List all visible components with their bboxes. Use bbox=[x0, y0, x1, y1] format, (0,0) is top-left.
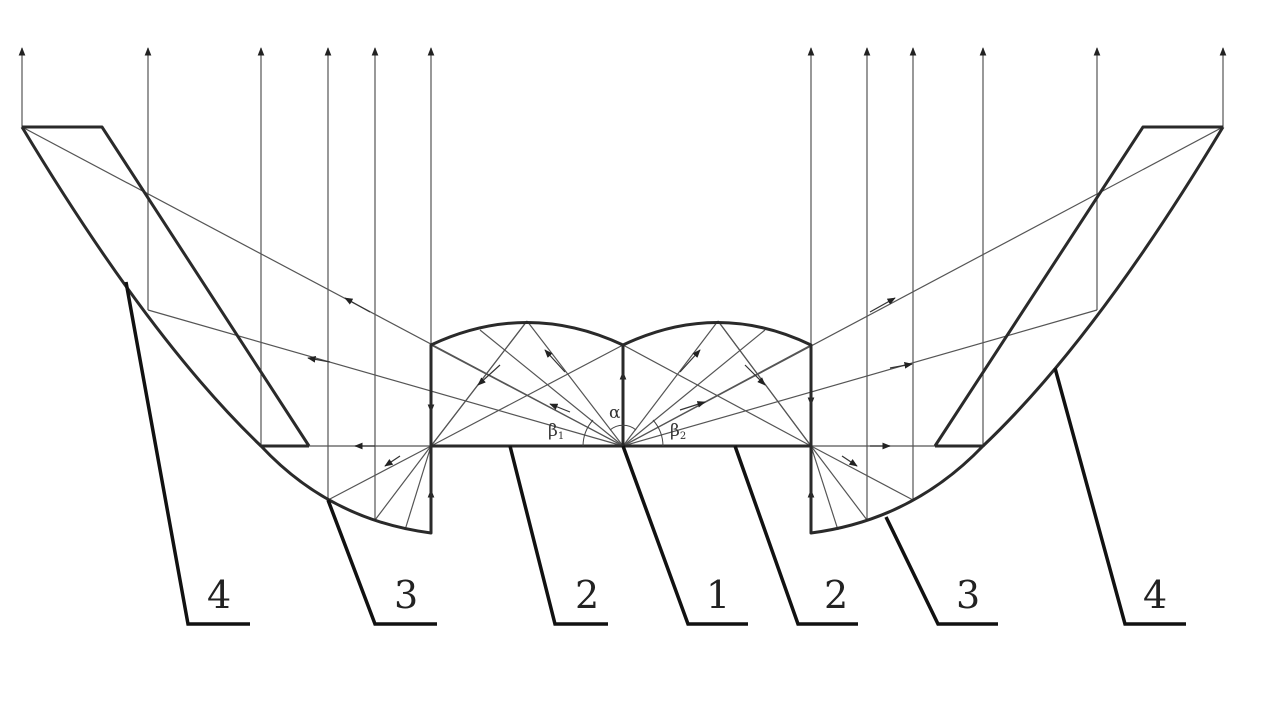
leader-4-right bbox=[1053, 367, 1186, 626]
callout-4-right: 4 bbox=[1143, 573, 1167, 617]
lens-ray bbox=[622, 344, 812, 447]
leader-1 bbox=[621, 445, 748, 626]
arrow-icon bbox=[889, 362, 913, 369]
leader-2-left bbox=[508, 445, 608, 626]
right-outer-reflector bbox=[933, 125, 1225, 448]
collimating-lens bbox=[429, 321, 813, 446]
reflector-ray bbox=[810, 445, 839, 531]
lens-ray bbox=[622, 329, 766, 447]
beta1-arc bbox=[582, 419, 594, 447]
light-rays bbox=[18, 47, 1227, 531]
arrow-icon bbox=[344, 297, 371, 313]
leader-2-right bbox=[733, 445, 858, 626]
callout-leaders bbox=[124, 281, 1186, 626]
reflector-ray bbox=[810, 445, 914, 501]
beta2-arc bbox=[652, 419, 664, 447]
lens-ray bbox=[622, 320, 719, 447]
lens-ray bbox=[526, 320, 624, 447]
beta1-label: β1 bbox=[548, 421, 564, 442]
callout-3-right: 3 bbox=[956, 573, 980, 617]
arrow-icon bbox=[384, 455, 401, 467]
callout-1: 1 bbox=[706, 573, 730, 617]
arrow-icon bbox=[841, 455, 858, 467]
callout-3-left: 3 bbox=[394, 573, 418, 617]
arrow-icon bbox=[679, 401, 706, 411]
beta2-label: β2 bbox=[670, 421, 686, 442]
reflector-ray bbox=[810, 445, 868, 521]
alpha-label: α bbox=[609, 403, 621, 423]
arrow-icon bbox=[679, 349, 701, 373]
reflector-ray bbox=[404, 445, 432, 531]
reflector-ray bbox=[327, 445, 432, 501]
leader-4-left bbox=[124, 281, 250, 626]
lens-ray bbox=[430, 344, 624, 447]
component-outlines bbox=[20, 125, 1225, 535]
arrow-icon bbox=[544, 349, 566, 373]
callout-4-left: 4 bbox=[207, 573, 231, 617]
alpha-arc bbox=[609, 424, 637, 431]
left-inner-reflector bbox=[259, 444, 433, 535]
right-inner-reflector bbox=[809, 444, 985, 535]
arrow-icon bbox=[869, 297, 896, 313]
callout-2-left: 2 bbox=[575, 573, 599, 617]
leader-3-right bbox=[884, 516, 998, 626]
oblique-ray bbox=[622, 309, 1098, 447]
oblique-ray bbox=[147, 309, 624, 447]
angle-arcs bbox=[582, 419, 664, 447]
reflector-ray bbox=[374, 445, 432, 521]
callout-2-right: 2 bbox=[824, 573, 848, 617]
leader-3-left bbox=[326, 499, 437, 626]
arrow-icon bbox=[744, 364, 766, 386]
lens-ray bbox=[479, 329, 624, 447]
arrow-icon bbox=[307, 356, 331, 363]
arrow-icon bbox=[477, 364, 501, 386]
left-outer-reflector bbox=[20, 125, 311, 448]
arrow-icon bbox=[549, 403, 571, 413]
